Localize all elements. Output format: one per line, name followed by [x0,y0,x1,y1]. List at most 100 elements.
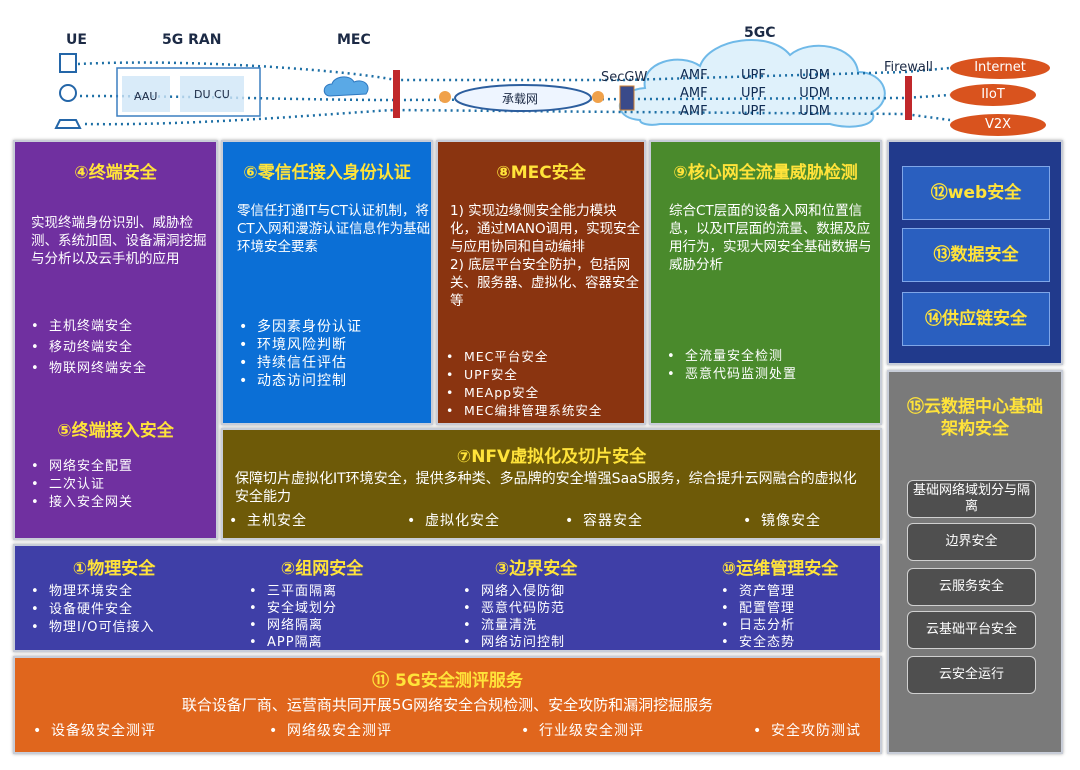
list-item: 移动终端安全 [29,339,147,357]
list-item: 物理I/O可信接入 [29,619,239,637]
ops-security-list: 资产管理 配置管理 日志分析 安全态势 [719,583,899,651]
list-item: 安全态势 [719,634,899,651]
mec-label: MEC [337,32,371,48]
list-item: 物理环境安全 [29,583,239,601]
physical-security-title: ①物理安全 [72,559,156,579]
core-row: AMF UPF UDM [680,104,830,119]
core-threat-desc: 综合CT层面的设备入网和位置信息，以及IT层面的流量、数据及应用行为，实现大网安… [669,203,872,273]
list-item: 网络安全配置 [29,458,133,476]
core-threat-panel: ⑨核心网全流量威胁检测 综合CT层面的设备入网和位置信息，以及IT层面的流量、数… [649,140,882,425]
cloud-dc-panel: ⑮云数据中心基础架构安全 [887,370,1063,754]
list-item: 二次认证 [29,476,133,494]
endpoint-v2x: V2X [950,114,1046,136]
list-item: MEApp安全 [444,384,602,402]
list-item: 配置管理 [719,600,899,617]
core-row: AMF UPF UDM [680,68,830,83]
cloud-item-operation: 云安全运行 [907,656,1036,694]
list-item: 主机终端安全 [29,318,147,336]
list-item: 主机安全 [227,512,405,530]
infrastructure-security-panel: ①物理安全 物理环境安全 设备硬件安全 物理I/O可信接入 ②组网安全 三平面隔… [13,544,882,652]
list-item: 环境风险判断 [237,336,362,354]
list-item: 网络隔离 [247,617,447,634]
terminal-access-list: 网络安全配置 二次认证 接入安全网关 [29,458,133,512]
list-item: 多因素身份认证 [237,318,362,336]
core-cloud [619,38,886,128]
nfv-security-desc: 保障切片虚拟化IT环境安全，提供多种类、多品牌的安全增强SaaS服务，综合提升云… [235,471,857,505]
evaluation-service-list: 设备级安全测评 网络级安全测评 行业级安全测评 安全攻防测试 [31,722,861,740]
list-item: 网络访问控制 [461,634,661,651]
zero-trust-desc: 零信任打通IT与CT认证机制，将CT入网和漫游认证信息作为基础环境安全要素 [237,203,431,255]
list-item: 日志分析 [719,617,899,634]
zero-trust-list: 多因素身份认证 环境风险判断 持续信任评估 动态访问控制 [237,318,362,390]
endpoint-iiot: IIoT [950,84,1036,106]
du-cu-label: DU CU [194,88,230,101]
mec-security-desc: 1) 实现边缘侧安全能力模块化，通过MANO调用，实现安全与应用协同和自动编排 … [450,203,641,309]
mec-security-panel: ⑧MEC安全 1) 实现边缘侧安全能力模块化，通过MANO调用，实现安全与应用协… [436,140,646,425]
list-item: 恶意代码监测处置 [665,366,797,384]
physical-security-section: ①物理安全 物理环境安全 设备硬件安全 物理I/O可信接入 [29,554,239,637]
border-security-section: ③边界安全 网络入侵防御 恶意代码防范 流量清洗 网络访问控制 [461,554,661,651]
watch-icon [59,84,77,102]
evaluation-service-title: ⑪ 5G安全测评服务 [372,671,523,691]
nfv-security-list: 主机安全 虚拟化安全 容器安全 镜像安全 [227,512,821,530]
mec-security-list: MEC平台安全 UPF安全 MEApp安全 MEC编排管理系统安全 [444,348,602,420]
list-item: 安全攻防测试 [751,722,861,740]
core-threat-list: 全流量安全检测 恶意代码监测处置 [665,348,797,384]
phone-icon [59,53,77,73]
list-item: 资产管理 [719,583,899,600]
supply-chain-security-box: ⑭供应链安全 [902,292,1050,346]
evaluation-service-panel: ⑪ 5G安全测评服务 联合设备厂商、运营商共同开展5G网络安全合规检测、安全攻防… [13,656,882,754]
secgw-label: SecGW [601,70,648,85]
list-item: APP隔离 [247,634,447,651]
ue-label: UE [66,32,87,48]
list-item: 设备硬件安全 [29,601,239,619]
terminal-access-title: ⑤终端接入安全 [57,421,174,441]
cloud-item-network-isolation: 基础网络域划分与隔离 [907,480,1036,518]
list-item: 行业级安全测评 [519,722,751,740]
mec-security-title: ⑧MEC安全 [496,163,586,183]
data-security-box: ⑬数据安全 [902,228,1050,282]
list-item: 全流量安全检测 [665,348,797,366]
cloud-item-service: 云服务安全 [907,568,1036,606]
list-item: UPF安全 [444,366,602,384]
list-item: 持续信任评估 [237,354,362,372]
cloud-item-border: 边界安全 [907,523,1036,561]
terminal-security-title: ④终端安全 [74,163,157,183]
list-item: 镜像安全 [741,512,821,530]
physical-security-list: 物理环境安全 设备硬件安全 物理I/O可信接入 [29,583,239,637]
terminal-security-list: 主机终端安全 移动终端安全 物联网终端安全 [29,318,147,378]
cloud-dc-title: ⑮云数据中心基础架构安全 [907,397,1043,439]
list-item: 流量清洗 [461,617,661,634]
topology-lines [54,38,951,129]
core-functions: AMF UPF UDM AMF UPF UDM AMF UPF UDM [680,67,830,121]
list-item: 容器安全 [563,512,741,530]
ran-label: 5G RAN [162,32,222,48]
nfv-security-panel: ⑦NFV虚拟化及切片安全 保障切片虚拟化IT环境安全，提供多种类、多品牌的安全增… [221,428,882,540]
list-item: 动态访问控制 [237,372,362,390]
ops-security-title: ⑩运维管理安全 [721,559,839,579]
list-item: 恶意代码防范 [461,600,661,617]
terminal-security-panel: ④终端安全 实现终端身份识别、威胁检测、系统加固、设备漏洞挖掘与分析以及云手机的… [13,140,218,540]
cloud-item-platform: 云基础平台安全 [907,611,1036,649]
list-item: 网络级安全测评 [267,722,519,740]
list-item: MEC平台安全 [444,348,602,366]
ops-security-section: ⑩运维管理安全 资产管理 配置管理 日志分析 安全态势 [695,554,875,651]
list-item: 接入安全网关 [29,494,133,512]
core-row: AMF UPF UDM [680,86,830,101]
border-security-list: 网络入侵防御 恶意代码防范 流量清洗 网络访问控制 [461,583,661,651]
nfv-security-title: ⑦NFV虚拟化及切片安全 [456,447,647,467]
bearer-label: 承载网 [502,92,539,106]
terminal-security-desc: 实现终端身份识别、威胁检测、系统加固、设备漏洞挖掘与分析以及云手机的应用 [31,215,207,267]
aau-label: AAU [134,90,158,103]
car-icon [54,119,82,129]
zero-trust-panel: ⑥零信任接入身份认证 零信任打通IT与CT认证机制，将CT入网和漫游认证信息作为… [221,140,433,425]
list-item: 设备级安全测评 [31,722,267,740]
list-item: 物联网终端安全 [29,360,147,378]
list-item: 三平面隔离 [247,583,447,600]
core-label: 5GC [744,25,776,41]
endpoint-internet: Internet [950,57,1050,79]
list-item: 网络入侵防御 [461,583,661,600]
firewall-label: Firewall [884,60,934,75]
network-security-section: ②组网安全 三平面隔离 安全域划分 网络隔离 APP隔离 [247,554,447,651]
network-security-list: 三平面隔离 安全域划分 网络隔离 APP隔离 [247,583,447,651]
